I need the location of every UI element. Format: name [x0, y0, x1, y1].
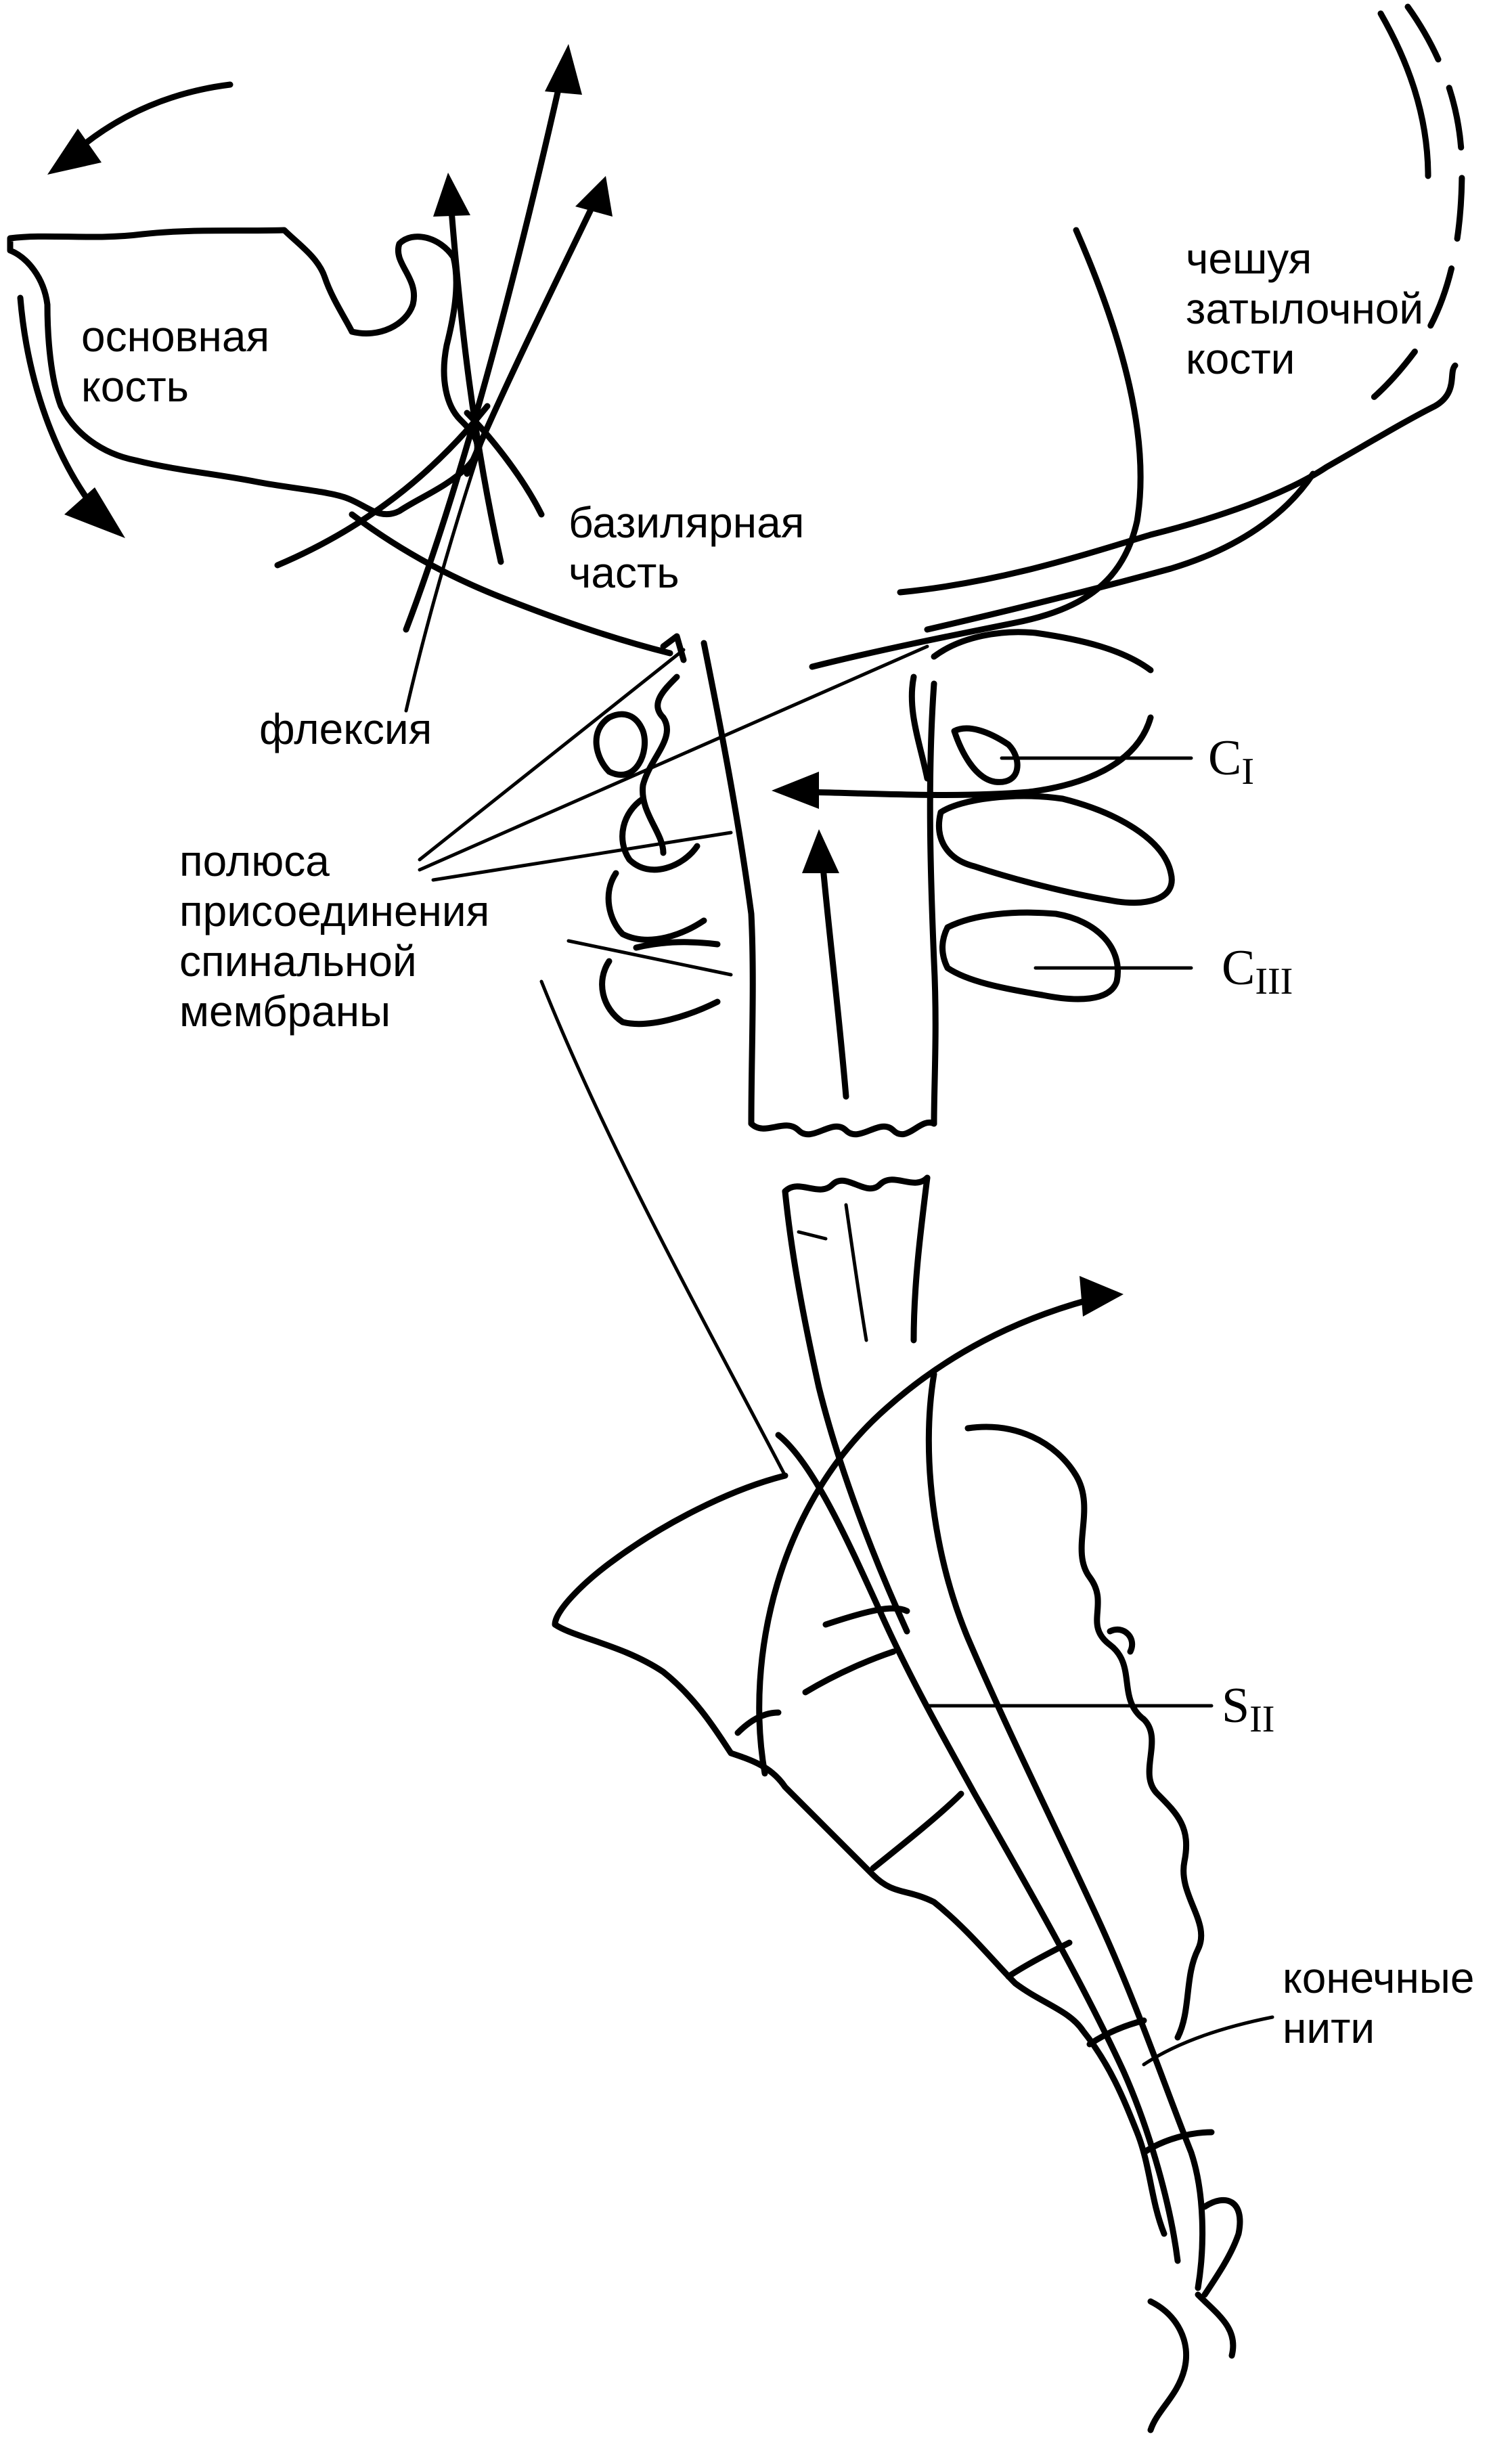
spinal-cord-lower — [775, 1174, 1206, 2291]
label-vertebra-c3: CIII — [1222, 940, 1293, 1002]
label-sphenoid-bone: основная кость — [81, 312, 270, 411]
occipital-squama — [809, 3, 1465, 670]
label-flexion: флексия — [259, 705, 432, 753]
cervical-vertebrae-right — [908, 629, 1175, 1002]
sacrum — [552, 1472, 1243, 2433]
sacrum-posterior-surface — [964, 1424, 1205, 2041]
label-attachment-poles: полюса присоединения спинальной мембраны — [179, 837, 490, 1036]
label-vertebra-s2: SII — [1222, 1678, 1275, 1740]
sphenoid-bone — [7, 227, 481, 518]
sacral-rotation-arrow — [756, 1276, 1124, 1777]
label-filum-terminale: конечные нити — [1283, 1954, 1475, 2052]
sphenoid-rotation-arrows — [17, 81, 234, 538]
attachment-pole-lines — [418, 644, 1193, 1478]
s2-and-filum-lines — [925, 1704, 1274, 2067]
cervical-vertebrae-left — [593, 674, 721, 1028]
label-occipital-squama: чешуя затылочной кости — [1186, 234, 1424, 383]
label-vertebra-c1: CI — [1208, 730, 1255, 793]
label-basilar-part: базилярная часть — [569, 498, 805, 597]
